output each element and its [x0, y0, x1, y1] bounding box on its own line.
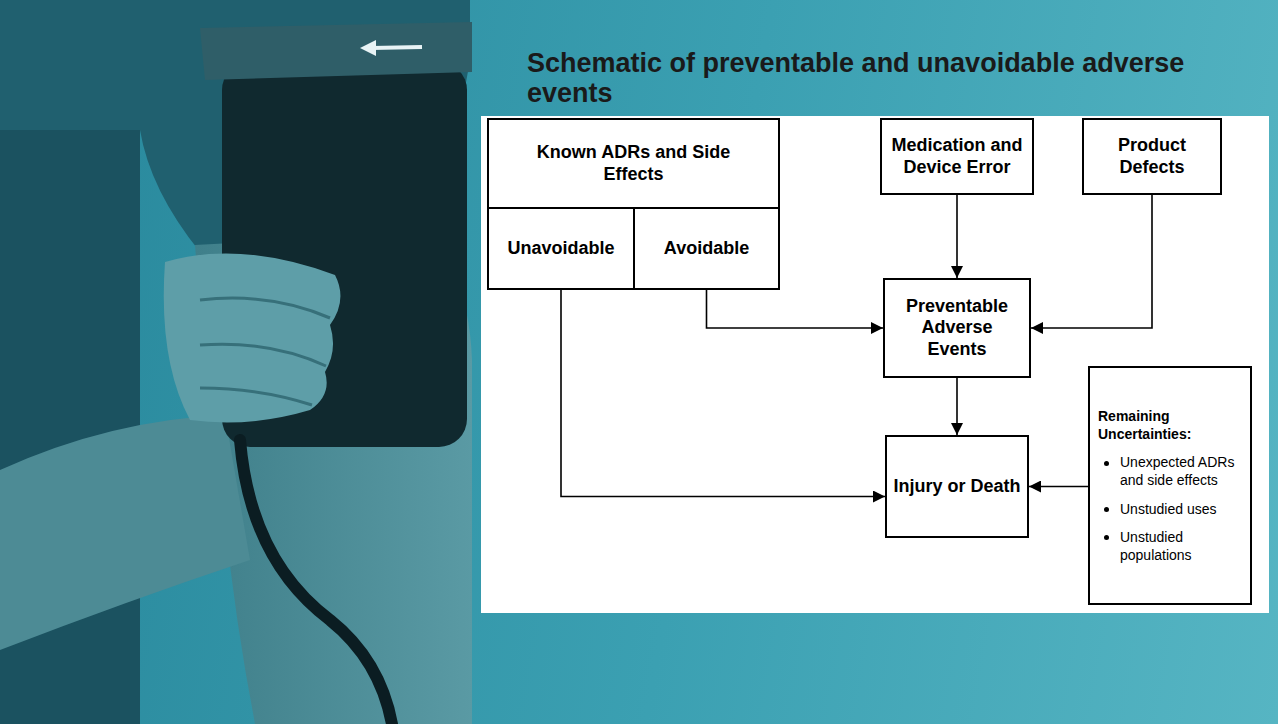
- text-row: Known ADRs and Side Effects: [519, 142, 749, 185]
- flow-arrow: [1031, 195, 1152, 328]
- box-heading: Known ADRs and Side Effects: [537, 142, 730, 184]
- box-label: Medication and Device Error: [891, 135, 1022, 177]
- finger-line: [200, 344, 326, 366]
- box-text-area: Known ADRs and Side Effects: [489, 120, 778, 207]
- text-row: Unexpected ADRs and side effects: [1098, 453, 1242, 489]
- box-label: Unavoidable: [507, 238, 614, 258]
- box-label: Preventable Adverse Events: [906, 296, 1008, 359]
- text-row: Preventable Adverse Events: [891, 296, 1023, 361]
- box-label: Unexpected ADRs and side effects: [1120, 454, 1234, 488]
- text-row: Medication and Device Error: [888, 135, 1026, 178]
- process-box: Medication and Device Error: [880, 118, 1034, 195]
- box-label: Product Defects: [1118, 135, 1186, 177]
- cuff-arrow-line: [372, 47, 422, 48]
- flow-arrow: [1029, 486, 1088, 488]
- bullet-dot: [1104, 535, 1109, 540]
- text-row: Unstudied populations: [1098, 528, 1242, 564]
- process-box: Product Defects: [1082, 118, 1222, 195]
- flow-arrow: [707, 290, 884, 328]
- box-text-area: Unavoidable: [507, 238, 614, 260]
- flow-arrow: [956, 378, 958, 435]
- box-text-area: Product Defects: [1090, 135, 1214, 178]
- box-text-area: Avoidable: [664, 238, 749, 260]
- box-text-area: Remaining Uncertainties: Unexpected ADRs …: [1098, 407, 1242, 564]
- hand: [164, 254, 341, 423]
- diagram-title: Schematic of preventable and unavoidable…: [527, 48, 1217, 108]
- flow-arrow: [956, 195, 958, 278]
- text-row: Injury or Death: [893, 476, 1020, 498]
- process-box: Injury or Death: [885, 435, 1029, 538]
- diagram-panel: [481, 116, 1269, 613]
- box-text-area: Medication and Device Error: [888, 135, 1026, 178]
- flow-arrow: [561, 290, 885, 497]
- text-row: Unstudied uses: [1098, 500, 1242, 518]
- box-text-area: Preventable Adverse Events: [891, 296, 1023, 361]
- box-label: Injury or Death: [893, 476, 1020, 496]
- group-box: Known ADRs and Side EffectsUnavoidable Av…: [487, 118, 780, 290]
- bullet-dot: [1104, 461, 1109, 466]
- note-box: Remaining Uncertainties: Unexpected ADRs …: [1088, 366, 1252, 605]
- process-box: Unavoidable: [487, 207, 635, 290]
- box-heading: Remaining Uncertainties:: [1098, 408, 1191, 442]
- text-row: Product Defects: [1090, 135, 1214, 178]
- process-box: Preventable Adverse Events: [883, 278, 1031, 378]
- bullet-dot: [1104, 507, 1109, 512]
- box-text-area: Injury or Death: [893, 476, 1020, 498]
- finger-line: [200, 298, 330, 318]
- cuff-arrow-head: [360, 40, 376, 56]
- box-label: Unstudied uses: [1120, 501, 1217, 517]
- text-row: Avoidable: [664, 238, 749, 260]
- finger-line: [200, 388, 312, 405]
- cuff-tube: [240, 440, 392, 724]
- process-box: Avoidable: [633, 207, 780, 290]
- box-label: Unstudied populations: [1120, 529, 1192, 563]
- box-label: Avoidable: [664, 238, 749, 258]
- cuff-band: [200, 22, 472, 80]
- forearm: [0, 415, 250, 650]
- text-row: Unavoidable: [507, 238, 614, 260]
- text-row: Remaining Uncertainties:: [1098, 407, 1242, 443]
